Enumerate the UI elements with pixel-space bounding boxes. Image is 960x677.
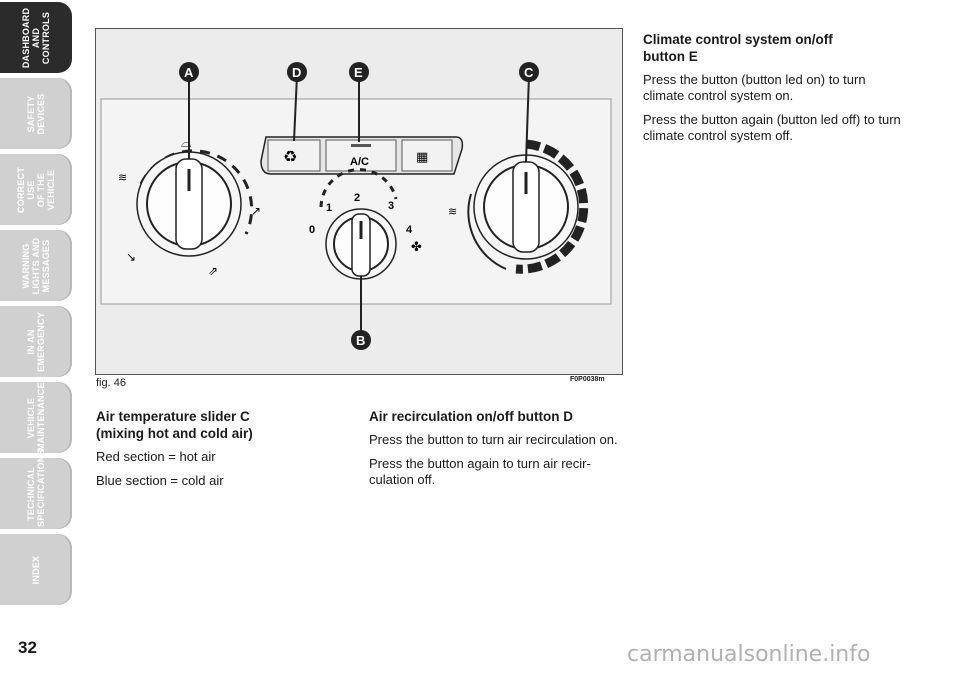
- callout-c-label: C: [524, 65, 534, 80]
- paragraph: Blue section = cold air: [96, 473, 224, 488]
- paragraph: Press the button again (button led off) …: [643, 112, 901, 143]
- recirculation-heading: Air recirculation on/off button D: [369, 409, 573, 424]
- callout-e-label: E: [354, 65, 363, 80]
- paragraph: Press the button to turn air recirculati…: [369, 432, 618, 447]
- tab-correct-use[interactable]: CORRECT USE OF THE VEHICLE: [0, 154, 72, 225]
- windscreen-defrost-icon: ⌓: [181, 136, 191, 151]
- figure-caption: fig. 46: [96, 377, 126, 389]
- recirculation-icon: ♻: [283, 147, 297, 166]
- tab-warning-lights[interactable]: WARNING LIGHTS AND MESSAGES: [0, 230, 72, 301]
- callout-a-label: A: [184, 65, 194, 80]
- fan-speed-label: 2: [354, 192, 360, 204]
- fan-speed-label: 0: [309, 224, 315, 236]
- heading-line: Air temperature slider C: [96, 409, 250, 424]
- callout-a: [179, 62, 199, 82]
- watermark: carmanualsonline.info: [627, 642, 871, 667]
- paragraph: Red section = hot air: [96, 449, 216, 464]
- feet-vent-icon: ↘: [126, 250, 136, 264]
- recirculation-section: Air recirculation on/off button D Press …: [369, 408, 623, 496]
- tab-label: SAFETY DEVICES: [26, 93, 46, 134]
- climate-control-figure: ⌓ ≋ ↗ ↘ ⇗ ♻ A/C ▦ 0 1 2 3 4 ✤ ≋: [95, 28, 623, 375]
- callout-line-c: [525, 74, 530, 163]
- heading-line: Climate control system on/off: [643, 32, 833, 47]
- tab-technical-specifications[interactable]: TECHNICAL SPECIFICATIONS: [0, 448, 72, 529]
- defrost-icon: ≋: [448, 205, 457, 218]
- fan-speed-scale: [319, 168, 398, 208]
- defrost-feet-icon: ≋: [118, 171, 127, 184]
- tab-label: VEHICLE MAINTENANCE: [26, 381, 46, 451]
- chapter-sidebar: DASHBOARD AND CONTROLS SAFETY DEVICES CO…: [0, 0, 74, 640]
- rear-defrost-button[interactable]: [401, 139, 453, 172]
- callout-e: [349, 62, 369, 82]
- tab-label: DASHBOARD AND CONTROLS: [21, 7, 51, 68]
- climate-section: Climate control system on/off button E Pr…: [643, 31, 901, 152]
- fan-icon: ✤: [411, 240, 422, 255]
- tab-label: INDEX: [31, 555, 41, 584]
- ac-label: A/C: [350, 156, 369, 168]
- callout-c: [519, 62, 539, 82]
- ac-led: [351, 144, 371, 147]
- rear-window-heater-icon: ▦: [416, 150, 428, 165]
- fan-speed-label: 1: [326, 202, 332, 214]
- heading-line: (mixing hot and cold air): [96, 426, 253, 441]
- callout-d: [287, 62, 307, 82]
- face-feet-vent-icon: ⇗: [208, 264, 218, 278]
- tab-in-an-emergency[interactable]: IN AN EMERGENCY: [0, 306, 72, 377]
- temperature-scale-cold: [467, 193, 507, 270]
- tab-label: TECHNICAL SPECIFICATIONS: [26, 448, 46, 527]
- tab-dashboard-and-controls[interactable]: DASHBOARD AND CONTROLS: [0, 2, 72, 73]
- callout-d-label: D: [292, 65, 301, 80]
- callout-b: [351, 330, 371, 350]
- page-number: 32: [18, 638, 37, 657]
- temperature-heading: Air temperature slider C (mixing hot and …: [96, 408, 346, 442]
- tab-label: IN AN EMERGENCY: [26, 311, 46, 372]
- climate-heading: Climate control system on/off button E: [643, 31, 901, 65]
- paragraph: Press the button again to turn air recir…: [369, 456, 591, 487]
- temperature-section: Air temperature slider C (mixing hot and …: [96, 408, 346, 497]
- callout-b-label: B: [356, 333, 365, 348]
- callout-line-d: [293, 74, 298, 142]
- face-vent-icon: ↗: [251, 204, 261, 218]
- fan-speed-label: 4: [406, 224, 413, 236]
- climate-panel-illustration: ⌓ ≋ ↗ ↘ ⇗ ♻ A/C ▦ 0 1 2 3 4 ✤ ≋: [100, 62, 612, 350]
- tab-safety-devices[interactable]: SAFETY DEVICES: [0, 78, 72, 149]
- fan-speed-label: 3: [388, 200, 394, 212]
- tab-vehicle-maintenance[interactable]: VEHICLE MAINTENANCE: [0, 382, 72, 453]
- tab-index[interactable]: INDEX: [0, 534, 72, 605]
- tab-label: CORRECT USE OF THE VEHICLE: [16, 166, 56, 213]
- temperature-scale-hot: [515, 139, 589, 274]
- figure-code: F0P0038m: [570, 376, 605, 383]
- heading-line: button E: [643, 49, 698, 64]
- paragraph: Press the button (button led on) to turn…: [643, 72, 866, 103]
- tab-label: WARNING LIGHTS AND MESSAGES: [21, 237, 51, 294]
